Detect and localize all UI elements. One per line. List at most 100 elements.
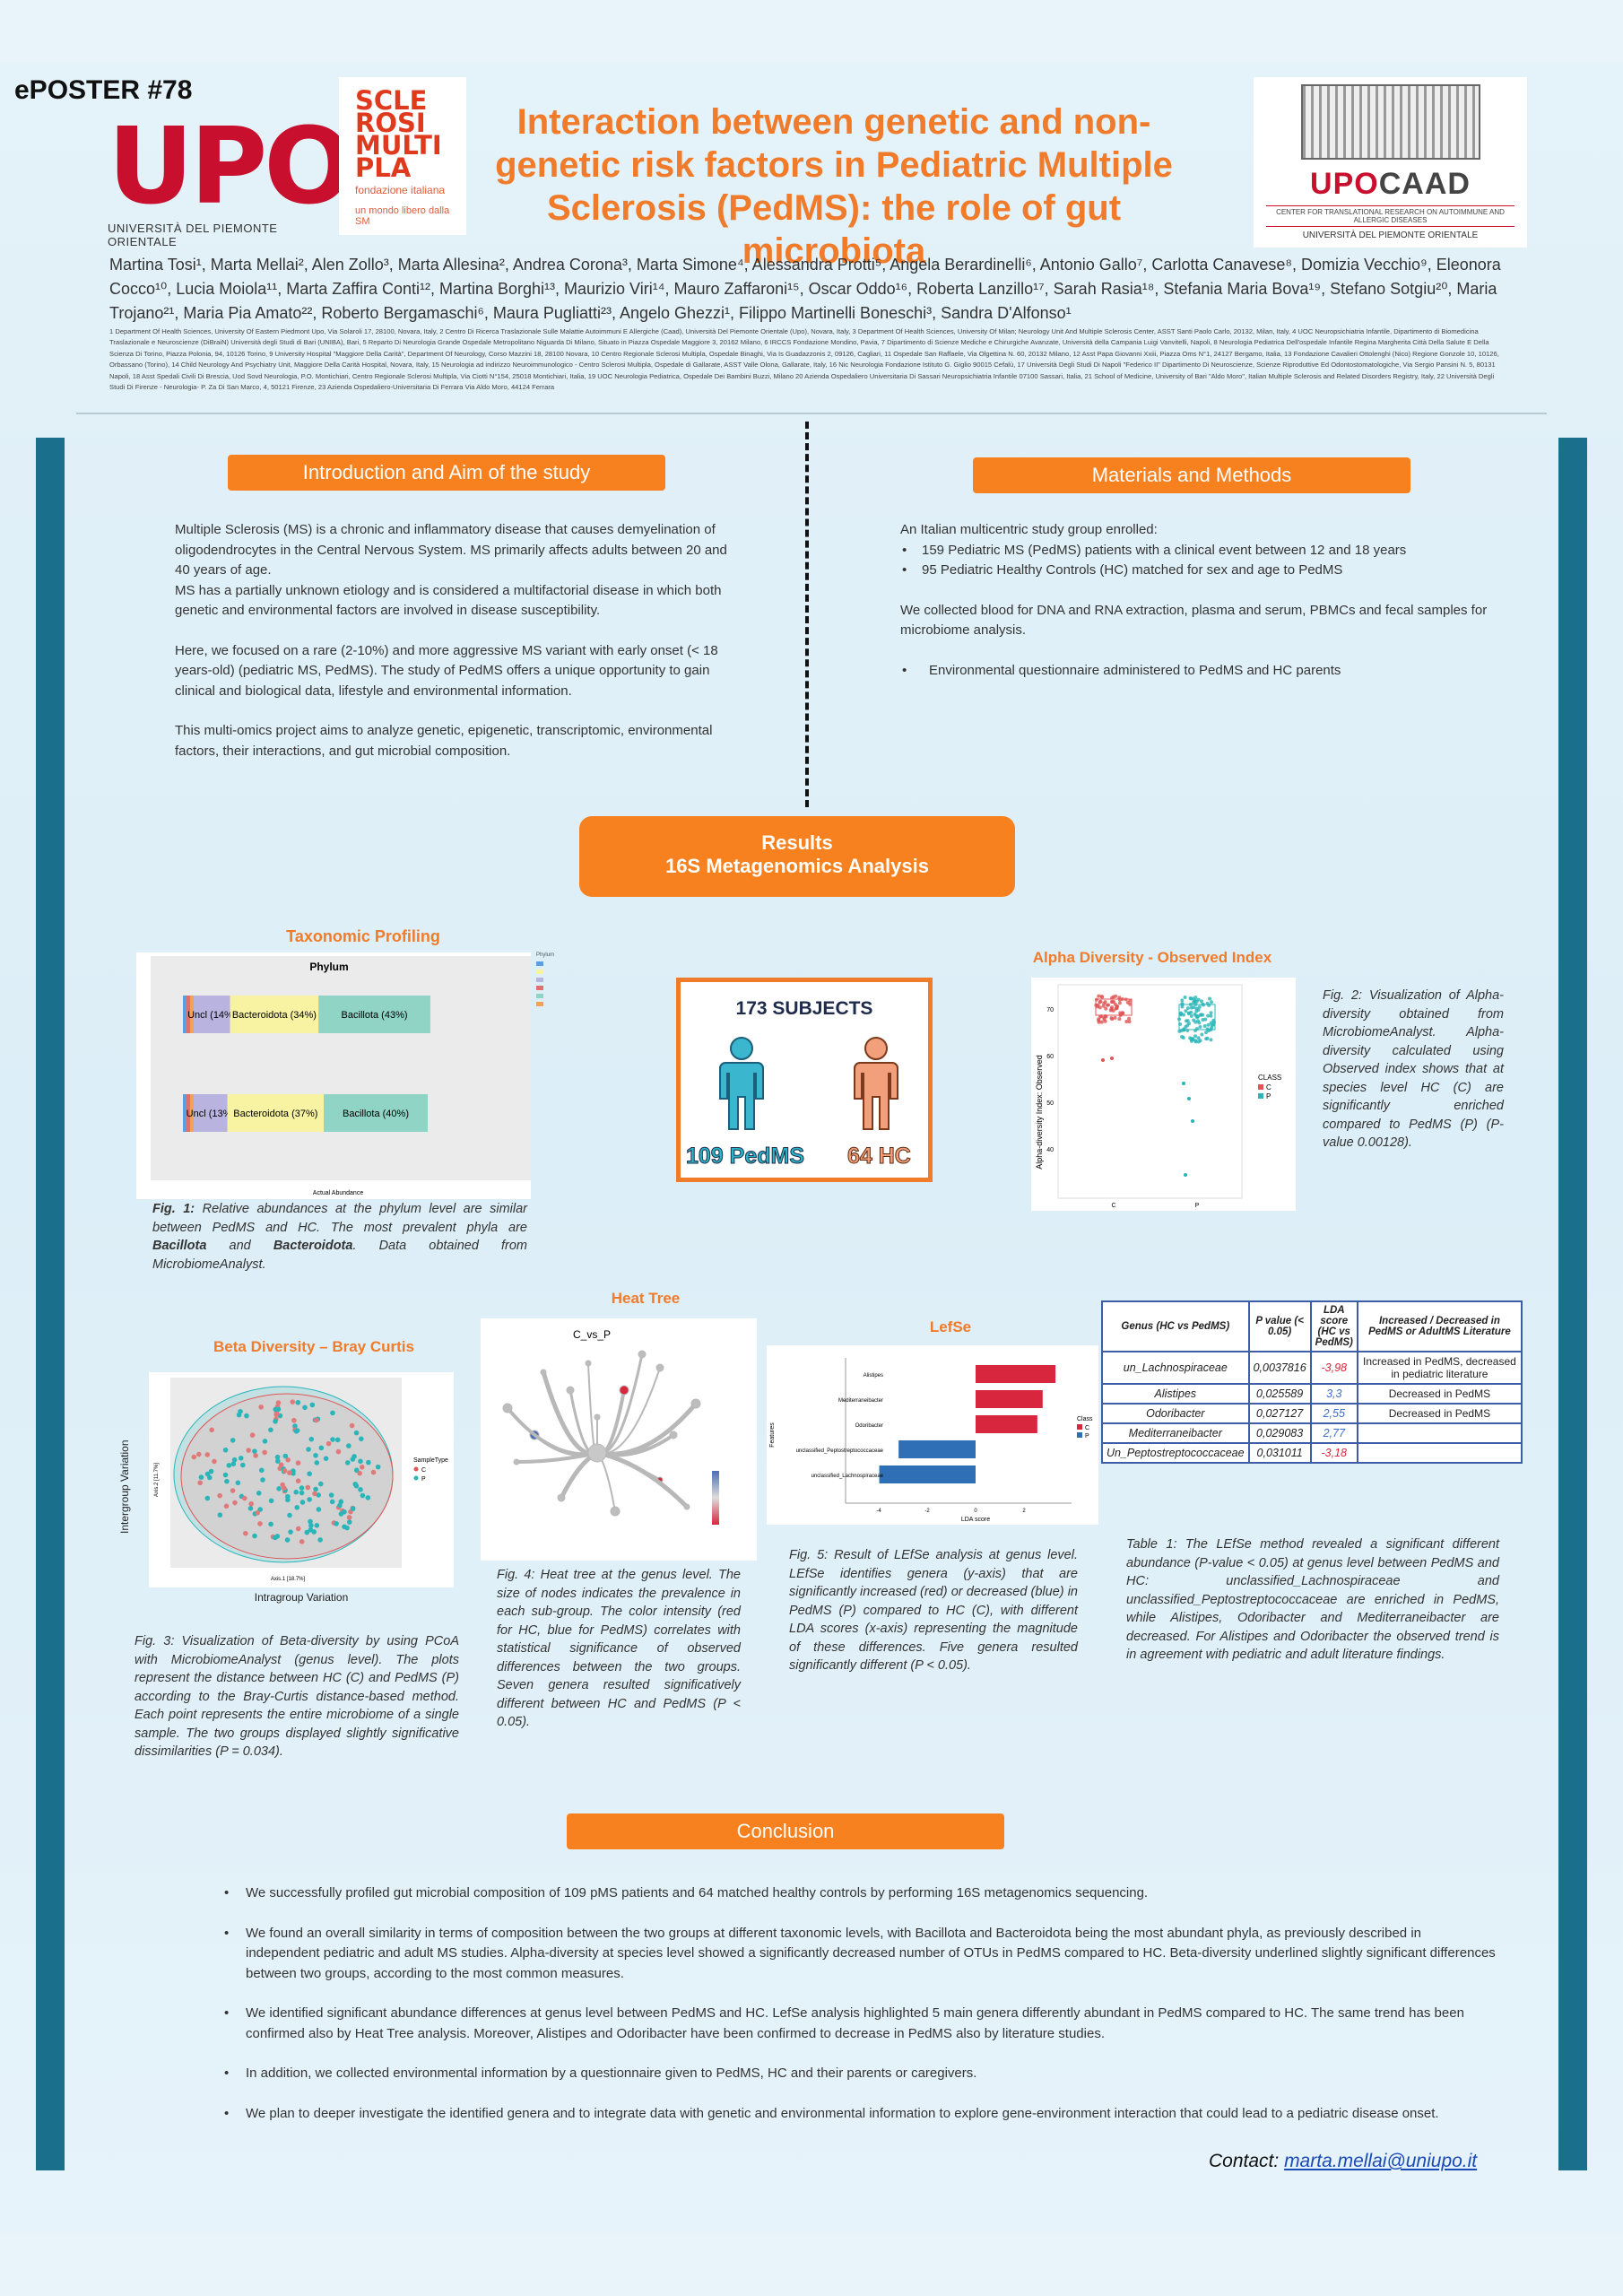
fig4-caption: Fig. 4: Heat tree at the genus level. Th…	[497, 1568, 741, 1729]
lefse-category-label: Odoribacter	[855, 1423, 883, 1429]
alpha-title: Alpha Diversity - Observed Index	[1032, 949, 1272, 966]
caad-building-icon	[1300, 84, 1480, 160]
beta-point	[222, 1472, 229, 1478]
beta-point	[359, 1436, 364, 1442]
lefse-tick: 0	[974, 1509, 977, 1514]
heattree-node	[585, 1360, 592, 1367]
alpha-point	[1097, 1020, 1101, 1024]
heattree-node	[619, 1385, 629, 1396]
beta-intragroup-label: Intragroup Variation	[254, 1591, 349, 1604]
heattree-node	[540, 1369, 547, 1376]
beta-point	[252, 1533, 257, 1539]
beta-point	[346, 1443, 352, 1448]
beta-point	[312, 1491, 317, 1497]
caad-logo: UPOCAAD CENTER FOR TRANSLATIONAL RESEARC…	[1254, 77, 1527, 248]
pedms-count: 109 PedMS	[685, 1144, 805, 1170]
phylum-bar-label: Bacillota (43%)	[342, 1010, 408, 1021]
phylum-legend-swatch	[536, 994, 543, 998]
alpha-point	[1104, 1006, 1108, 1011]
beta-point	[252, 1448, 257, 1454]
alpha-point	[1101, 1058, 1105, 1062]
results-title: Results	[761, 831, 833, 854]
fig5-caption: Fig. 5: Result of LEfSe analysis at genu…	[789, 1548, 1078, 1673]
beta-point	[311, 1529, 317, 1535]
beta-point	[262, 1439, 268, 1444]
alpha-legend-p: P	[1266, 1092, 1271, 1100]
beta-point	[299, 1539, 305, 1544]
beta-point	[274, 1458, 281, 1464]
heattree-figure: C_vs_P	[481, 1318, 757, 1561]
beta-point	[256, 1491, 262, 1496]
beta-point	[313, 1417, 319, 1423]
beta-point	[335, 1448, 342, 1455]
alpha-point	[1182, 1027, 1186, 1031]
beta-point	[330, 1437, 335, 1442]
alpha-point	[1195, 1015, 1200, 1020]
beta-point	[275, 1400, 282, 1405]
beta-point	[306, 1447, 311, 1452]
beta-point	[268, 1498, 274, 1504]
beta-point	[231, 1457, 238, 1463]
beta-point	[274, 1534, 281, 1539]
beta-point	[198, 1474, 204, 1480]
heattree-edge	[506, 1406, 598, 1457]
beta-point	[308, 1523, 314, 1528]
taxonomic-figure: Phylum Uncl (14%)Bacteroidota (34%)Bacil…	[136, 952, 531, 1199]
beta-point	[295, 1478, 301, 1484]
beta-figure: Axis.2 [11.7%] Axis.1 [18.7%] SampleType…	[149, 1372, 454, 1587]
alpha-point	[1102, 1001, 1107, 1005]
beta-point	[344, 1525, 350, 1531]
heattree-plot-title: C_vs_P	[573, 1328, 611, 1341]
phylum-legend-swatch	[536, 1002, 543, 1006]
alpha-tick: 50	[1046, 1100, 1054, 1107]
beta-point	[253, 1453, 258, 1458]
alpha-point	[1204, 1031, 1209, 1035]
beta-point	[330, 1410, 335, 1416]
beta-point	[349, 1422, 355, 1429]
contact-email-link[interactable]: marta.mellai@uniupo.it	[1284, 2151, 1478, 2171]
beta-point	[244, 1413, 249, 1419]
authors-list: Martina Tosi¹, Marta Mellai², Alen Zollo…	[109, 256, 1501, 322]
beta-point	[273, 1419, 278, 1424]
beta-point	[295, 1460, 301, 1465]
beta-point	[278, 1462, 284, 1468]
alpha-point	[1102, 1015, 1107, 1020]
beta-point	[329, 1499, 335, 1505]
beta-point	[358, 1458, 363, 1465]
phylum-plot-title: Phylum	[309, 961, 348, 973]
alpha-point	[1105, 1003, 1109, 1007]
lefse-category-label: Alistipes	[864, 1373, 883, 1378]
beta-point	[353, 1430, 360, 1436]
alpha-y-label: Alpha-diversity Index: Observed	[1035, 1055, 1044, 1170]
phylum-minor-segment	[187, 1094, 190, 1132]
phylum-bar-segment	[318, 996, 430, 1033]
aism-logo-line: ROSI	[355, 108, 426, 138]
beta-point	[204, 1495, 211, 1501]
fig3-caption: Fig. 3: Visualization of Beta-diversity …	[135, 1634, 459, 1759]
caad-logo-sub: CENTER FOR TRANSLATIONAL RESEARCH ON AUT…	[1266, 205, 1515, 227]
beta-point	[260, 1477, 265, 1483]
hc-person-icon	[854, 1037, 898, 1130]
heattree-title: Heat Tree	[611, 1290, 681, 1307]
phylum-legend: Phylum	[536, 952, 608, 1069]
intro-paragraph: Multiple Sclerosis (MS) is a chronic and…	[175, 522, 727, 578]
table-header-row: Genus (HC vs PedMS) P value (< 0.05) LDA…	[1101, 1300, 1523, 1352]
beta-point	[359, 1464, 365, 1470]
phylum-minor-segment	[183, 996, 187, 1033]
alpha-point	[1194, 1027, 1199, 1031]
beta-point	[282, 1453, 289, 1459]
beta-point	[230, 1461, 237, 1467]
beta-point	[352, 1481, 359, 1487]
alpha-point	[1110, 1057, 1114, 1060]
phylum-legend-swatch	[536, 970, 543, 974]
beta-point	[248, 1500, 254, 1507]
alpha-tick: 70	[1046, 1007, 1054, 1013]
column-divider	[805, 422, 809, 807]
alpha-point	[1189, 1005, 1193, 1010]
heattree-node	[502, 1403, 513, 1413]
alpha-point	[1185, 1028, 1190, 1032]
lefse-bar	[898, 1440, 976, 1458]
methods-bullet: •95 Pediatric Healthy Controls (HC) matc…	[902, 562, 1343, 578]
conclusion-item: We plan to deeper investigate the identi…	[224, 2104, 1497, 2125]
